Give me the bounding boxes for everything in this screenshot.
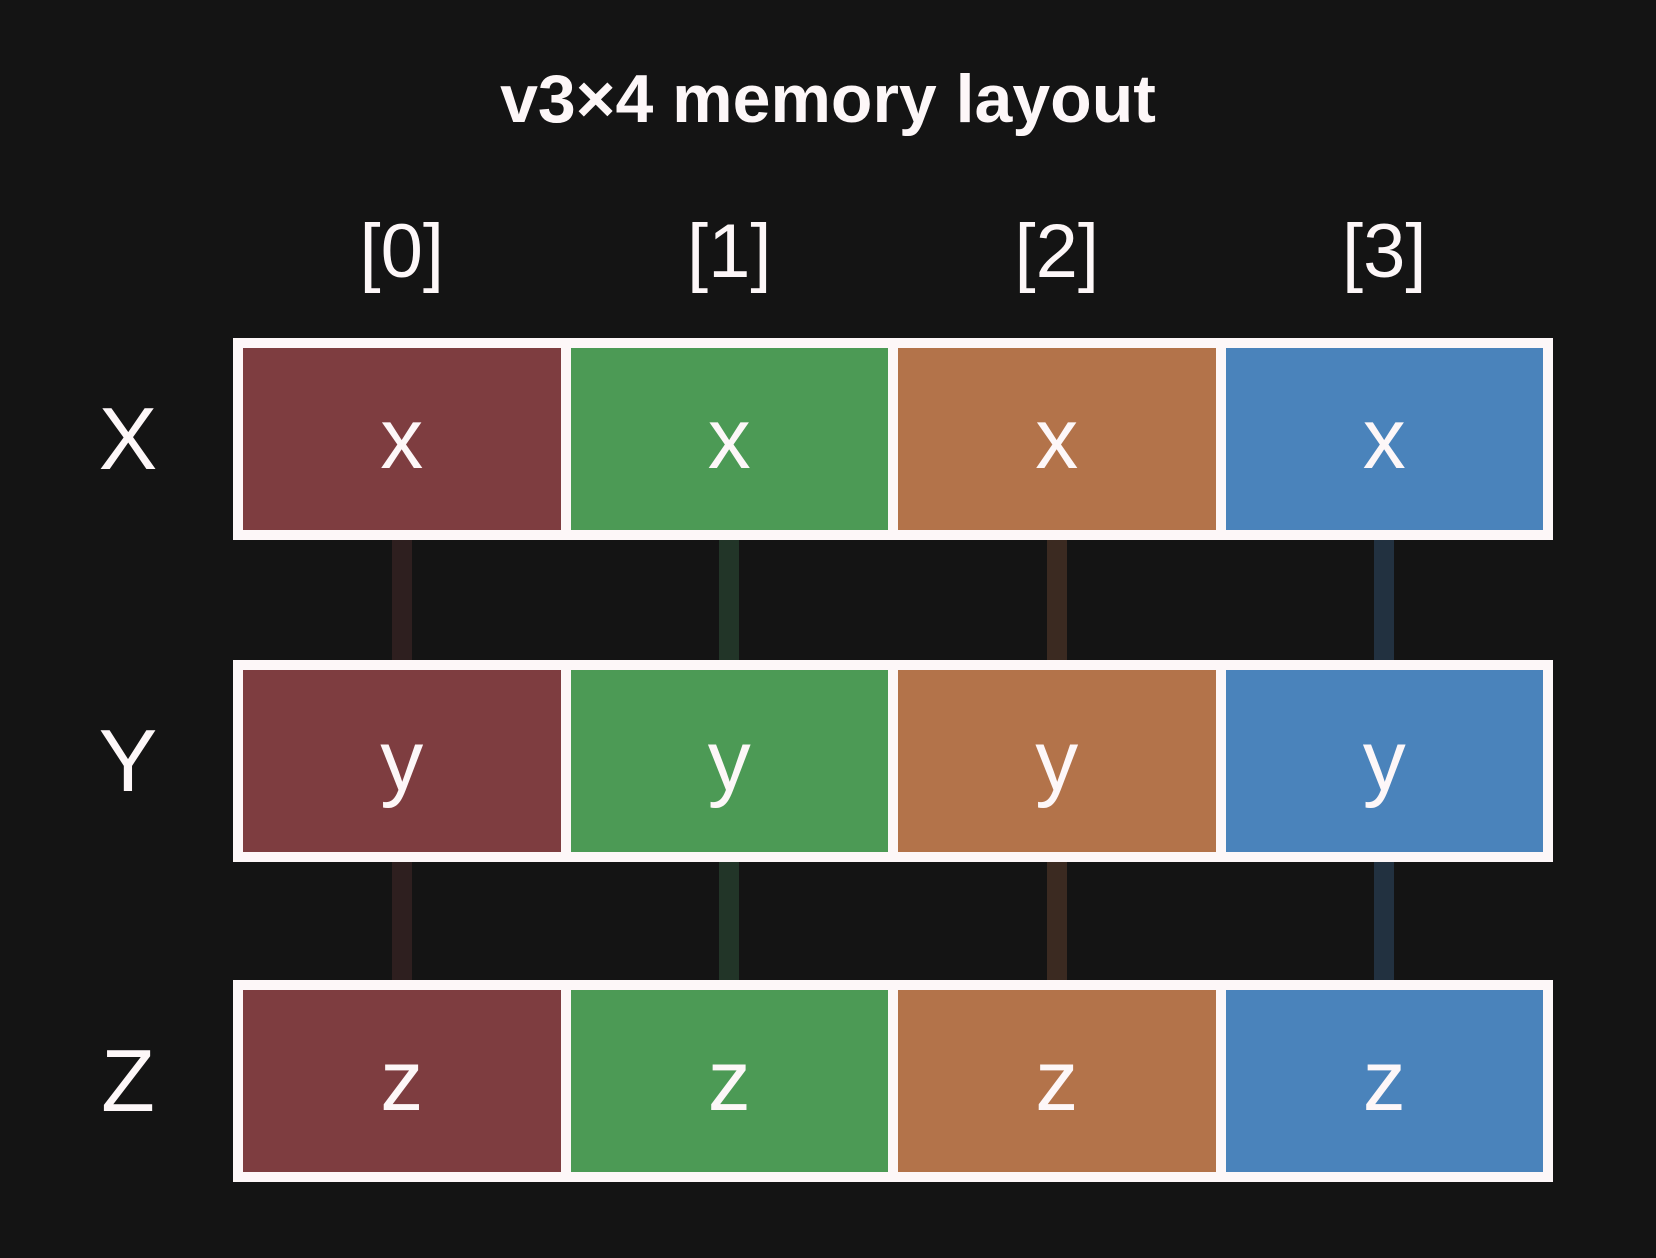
memory-cell-y1: y <box>570 670 888 852</box>
row-label-x: X <box>98 389 158 488</box>
memory-row-y: y y y y <box>233 660 1553 862</box>
column-headers: [0] [1] [2] [3] <box>233 196 1553 306</box>
memory-cell-z0: z <box>243 990 561 1172</box>
memory-cell-x3: x <box>1225 348 1543 530</box>
memory-cell-z3: z <box>1225 990 1543 1172</box>
column-header-0: [0] <box>359 208 445 294</box>
column-header-3: [3] <box>1342 208 1427 294</box>
memory-cell-x1: x <box>570 348 888 530</box>
memory-row-x: x x x x <box>233 338 1553 540</box>
memory-cell-z1: z <box>570 990 888 1172</box>
memory-row-z: z z z z <box>233 980 1553 1182</box>
memory-cell-y2: y <box>898 670 1216 852</box>
row-label-y: Y <box>98 711 158 810</box>
memory-cell-x0: x <box>243 348 561 530</box>
column-header-1: [1] <box>687 208 772 294</box>
memory-cell-x2: x <box>898 348 1216 530</box>
column-header-2: [2] <box>1014 208 1100 294</box>
diagram-title: v3×4 memory layout <box>500 61 1156 137</box>
memory-cell-z2: z <box>898 990 1216 1172</box>
memory-cell-y3: y <box>1225 670 1543 852</box>
row-label-z: Z <box>101 1031 155 1130</box>
memory-cell-y0: y <box>243 670 561 852</box>
